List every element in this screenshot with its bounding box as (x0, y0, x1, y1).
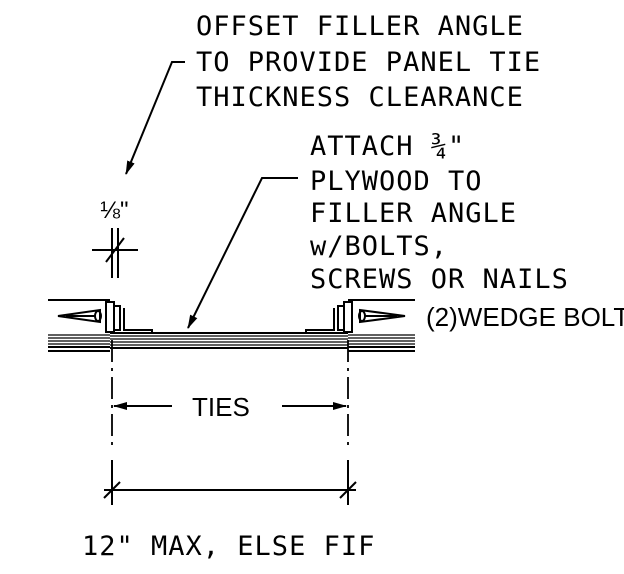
offset-leader (125, 61, 185, 175)
right-filler-angle (305, 308, 335, 334)
max-spacing-dimension (103, 460, 357, 505)
max-spacing-label: 12" MAX, ELSE FIF (82, 531, 375, 562)
attach-note-line-3: FILLER ANGLE (310, 198, 517, 229)
attach-note-line-1: ATTACH ¾" (310, 131, 465, 162)
offset-note-line-1: OFFSET FILLER ANGLE (196, 11, 524, 42)
offset-note-line-2: TO PROVIDE PANEL TIE (196, 47, 541, 78)
right-form-panel (348, 299, 415, 352)
eighth-dimension-mark (92, 228, 138, 278)
left-form-panel (48, 299, 110, 352)
right-wedge-bolt (337, 301, 406, 333)
left-wedge-bolt (57, 301, 121, 333)
wedge-bolts-label: (2)WEDGE BOLTS (426, 302, 624, 332)
attach-note-line-4: w/BOLTS, (310, 231, 448, 262)
plywood-filler (110, 332, 348, 349)
ties-label: TIES (192, 392, 250, 422)
eighth-inch-label: ⅛" (100, 197, 129, 224)
attach-leader (187, 177, 298, 329)
left-filler-angle (123, 308, 153, 334)
offset-note-line-3: THICKNESS CLEARANCE (196, 82, 524, 113)
attach-note-line-2: PLYWOOD TO (310, 166, 483, 197)
attach-note-line-5: SCREWS OR NAILS (310, 264, 569, 295)
